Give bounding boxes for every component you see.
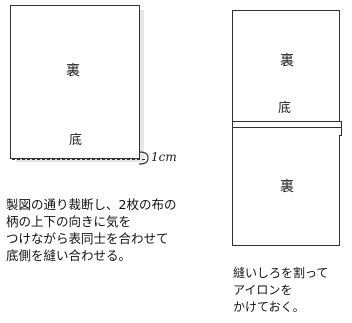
- left-bottom-label: 底: [69, 133, 83, 148]
- right-fabric-top: [232, 10, 340, 121]
- right-back-label: 裏: [280, 53, 294, 69]
- seam-line: [12, 159, 145, 160]
- seam-allowance-bracket: [138, 151, 149, 165]
- left-caption: 製図の通り裁断し、2枚の布の 柄の上下の向きに気を つけながら表同士を合わせて …: [6, 197, 177, 263]
- left-fabric-panel: [10, 5, 140, 159]
- right-caption: 縫いしろを割って アイロンを かけておく。: [233, 266, 329, 314]
- pressed-seam-line: [233, 127, 341, 128]
- right-bottom-label: 底: [278, 101, 292, 116]
- left-back-label: 裏: [66, 63, 80, 79]
- seam-allowance-label: 1cm: [151, 150, 177, 164]
- right-lower-label: 裏: [280, 179, 294, 195]
- right-fabric-bottom: [232, 135, 340, 246]
- pressed-seam: [232, 121, 342, 136]
